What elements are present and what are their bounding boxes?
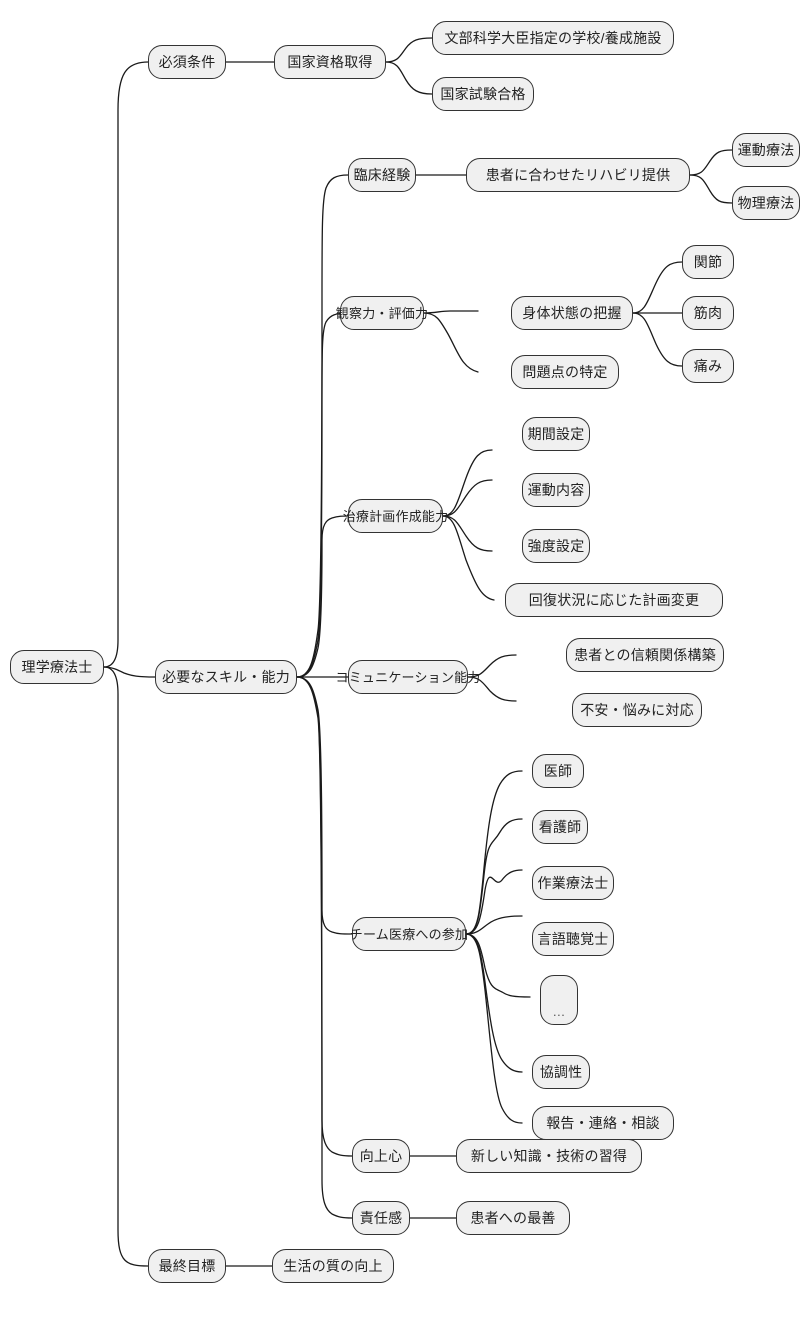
node-label: 回復状況に応じた計画変更 bbox=[528, 592, 700, 608]
node-fuan-nayami[interactable]: 不安・悩みに対応 bbox=[572, 693, 702, 727]
node-label: チーム医療への参加 bbox=[349, 926, 469, 942]
node-label: 関節 bbox=[693, 254, 723, 270]
node-shintai-joutai[interactable]: 身体状態の把握 bbox=[511, 296, 633, 330]
node-label: 報告・連絡・相談 bbox=[546, 1115, 660, 1131]
node-label: 国家試験合格 bbox=[440, 86, 526, 102]
node-label: 新しい知識・技術の習得 bbox=[470, 1148, 628, 1164]
node-kinniku[interactable]: 筋肉 bbox=[682, 296, 734, 330]
node-undou-ryouhou[interactable]: 運動療法 bbox=[732, 133, 800, 167]
node-label: 患者との信頼関係構築 bbox=[574, 647, 716, 663]
node-kangoshi[interactable]: 看護師 bbox=[532, 810, 588, 844]
node-label: 運動内容 bbox=[527, 482, 585, 498]
node-label: 看護師 bbox=[538, 819, 582, 835]
node-label: 作業療法士 bbox=[537, 875, 609, 891]
node-label: 言語聴覚士 bbox=[537, 931, 609, 947]
node-koujoushin[interactable]: 向上心 bbox=[352, 1139, 410, 1173]
node-sekininkan[interactable]: 責任感 bbox=[352, 1201, 410, 1235]
node-label: 協調性 bbox=[539, 1064, 583, 1080]
node-label: 医師 bbox=[543, 763, 573, 779]
node-label: 生活の質の向上 bbox=[283, 1258, 383, 1274]
node-label: 運動療法 bbox=[737, 142, 795, 158]
node-ishi[interactable]: 医師 bbox=[532, 754, 584, 788]
node-kansatsu-hyouka[interactable]: 観察力・評価力 bbox=[336, 296, 428, 330]
node-kansetsu[interactable]: 関節 bbox=[682, 245, 734, 279]
node-label: 必須条件 bbox=[158, 54, 216, 70]
node-label: 強度設定 bbox=[527, 538, 585, 554]
node-itami[interactable]: 痛み bbox=[682, 349, 734, 383]
node-label: 向上心 bbox=[359, 1148, 403, 1164]
node-label: 問題点の特定 bbox=[522, 364, 608, 380]
node-rinshou-keiken[interactable]: 臨床経験 bbox=[348, 158, 416, 192]
node-team-iryou[interactable]: チーム医療への参加 bbox=[349, 917, 469, 951]
node-kaifuku-henkou[interactable]: 回復状況に応じた計画変更 bbox=[505, 583, 723, 617]
node-chiryou-keikaku[interactable]: 治療計画作成能力 bbox=[343, 499, 448, 533]
node-label: 期間設定 bbox=[527, 426, 585, 442]
node-atarashii-chishiki[interactable]: 新しい知識・技術の習得 bbox=[456, 1139, 642, 1173]
node-communication-nouryoku[interactable]: コミュニケーション能力 bbox=[336, 660, 480, 694]
node-label: 理学療法士 bbox=[21, 659, 93, 675]
node-label: 身体状態の把握 bbox=[522, 305, 622, 321]
node-monbukagaku-gakkou[interactable]: 文部科学大臣指定の学校/養成施設 bbox=[432, 21, 674, 55]
node-label: 最終目標 bbox=[158, 1258, 216, 1274]
node-kanja-saizen[interactable]: 患者への最善 bbox=[456, 1201, 570, 1235]
node-gengo-choukakushi[interactable]: 言語聴覚士 bbox=[532, 922, 614, 956]
node-label: 痛み bbox=[693, 358, 723, 374]
node-kyoudo-settei[interactable]: 強度設定 bbox=[522, 529, 590, 563]
node-hitsuyou-skill[interactable]: 必要なスキル・能力 bbox=[155, 660, 297, 694]
node-mondaiten-tokutei[interactable]: 問題点の特定 bbox=[511, 355, 619, 389]
node-houkoku-renraku-soudan[interactable]: 報告・連絡・相談 bbox=[532, 1106, 674, 1140]
node-label: 責任感 bbox=[359, 1210, 403, 1226]
node-rehabili-teikyou[interactable]: 患者に合わせたリハビリ提供 bbox=[466, 158, 690, 192]
node-kikan-settei[interactable]: 期間設定 bbox=[522, 417, 590, 451]
node-label: 臨床経験 bbox=[353, 167, 411, 183]
node-label: 患者に合わせたリハビリ提供 bbox=[485, 167, 671, 183]
node-label: … bbox=[552, 1004, 566, 1019]
node-ellipsis[interactable]: … bbox=[540, 975, 578, 1025]
node-hissu-jouken[interactable]: 必須条件 bbox=[148, 45, 226, 79]
node-label: コミュニケーション能力 bbox=[335, 669, 481, 685]
node-label: 国家資格取得 bbox=[287, 54, 373, 70]
node-kyouchousei[interactable]: 協調性 bbox=[532, 1055, 590, 1089]
node-undou-naiyou[interactable]: 運動内容 bbox=[522, 473, 590, 507]
node-butsuri-ryouhou[interactable]: 物理療法 bbox=[732, 186, 800, 220]
node-label: 観察力・評価力 bbox=[335, 305, 429, 321]
node-label: 文部科学大臣指定の学校/養成施設 bbox=[444, 30, 662, 46]
node-label: 物理療法 bbox=[737, 195, 795, 211]
node-shinrai-kankei[interactable]: 患者との信頼関係構築 bbox=[566, 638, 724, 672]
node-seikatsu-no-shitsu[interactable]: 生活の質の向上 bbox=[272, 1249, 394, 1283]
node-label: 必要なスキル・能力 bbox=[162, 669, 290, 685]
node-kokka-shiken-goukaku[interactable]: 国家試験合格 bbox=[432, 77, 534, 111]
node-label: 患者への最善 bbox=[470, 1210, 556, 1226]
node-sagyou-ryouhoushi[interactable]: 作業療法士 bbox=[532, 866, 614, 900]
node-label: 筋肉 bbox=[693, 305, 723, 321]
node-kokka-shikaku-shutoku[interactable]: 国家資格取得 bbox=[274, 45, 386, 79]
node-saishuu-mokuhyou[interactable]: 最終目標 bbox=[148, 1249, 226, 1283]
node-root[interactable]: 理学療法士 bbox=[10, 650, 104, 684]
node-label: 不安・悩みに対応 bbox=[580, 702, 694, 718]
node-label: 治療計画作成能力 bbox=[342, 508, 449, 524]
